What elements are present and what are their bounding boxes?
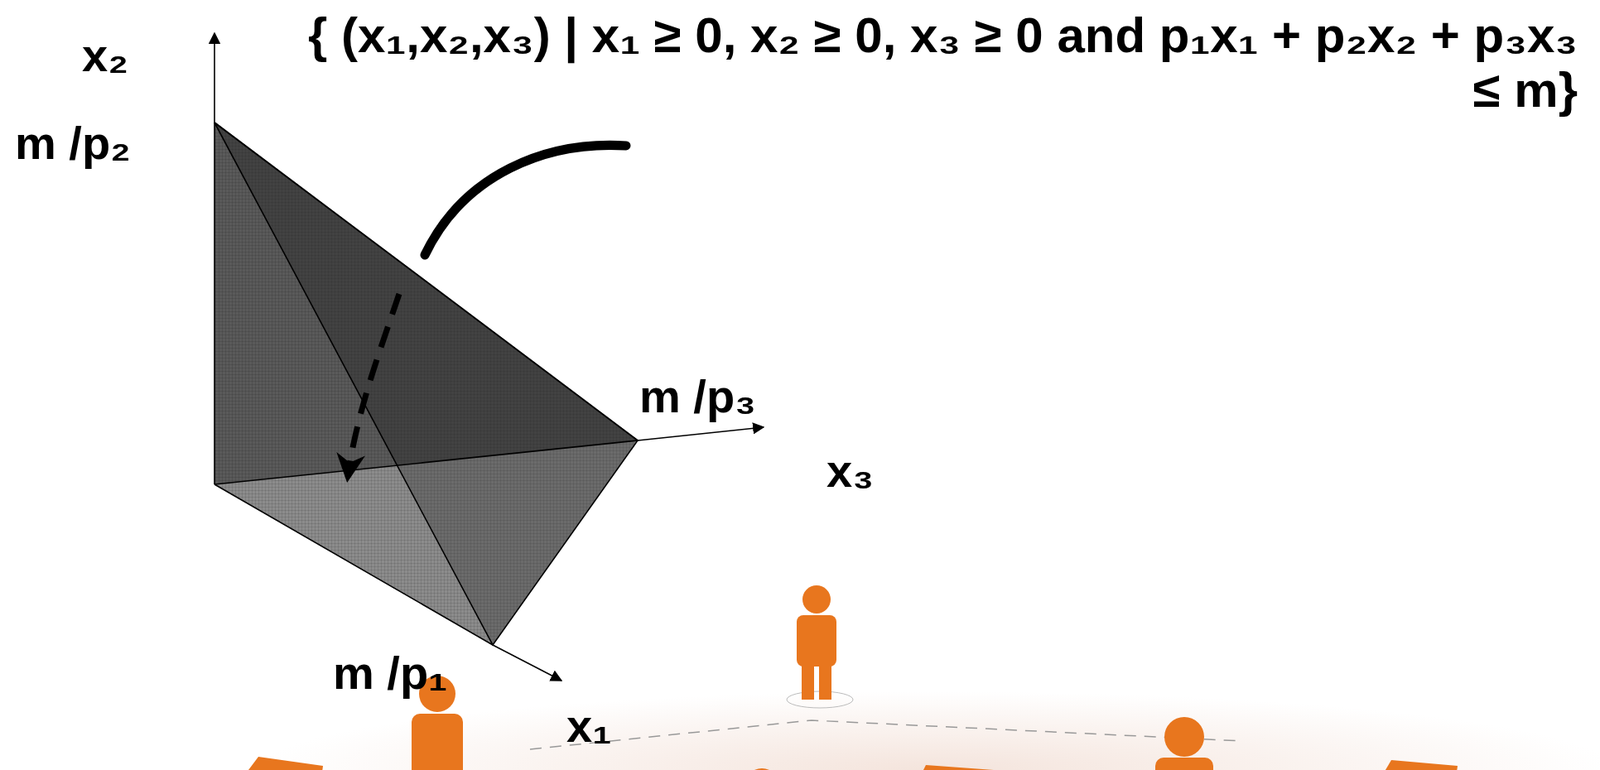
intercept-label: m /p₁ — [332, 647, 448, 699]
axis-label: x₂ — [81, 29, 129, 82]
axis-label: x₁ — [566, 700, 612, 752]
leader-line — [347, 144, 627, 478]
intercept-label: m /p₂ — [14, 117, 131, 169]
set-definition: { (x₁,x₂,x₃) | x₁ ≥ 0, x₂ ≥ 0, x₃ ≥ 0 an… — [273, 8, 1578, 118]
axis-label: x₃ — [826, 445, 874, 497]
budget-set-tetrahedron — [214, 122, 638, 646]
intercept-label: m /p₃ — [639, 371, 757, 423]
axes — [214, 33, 764, 681]
